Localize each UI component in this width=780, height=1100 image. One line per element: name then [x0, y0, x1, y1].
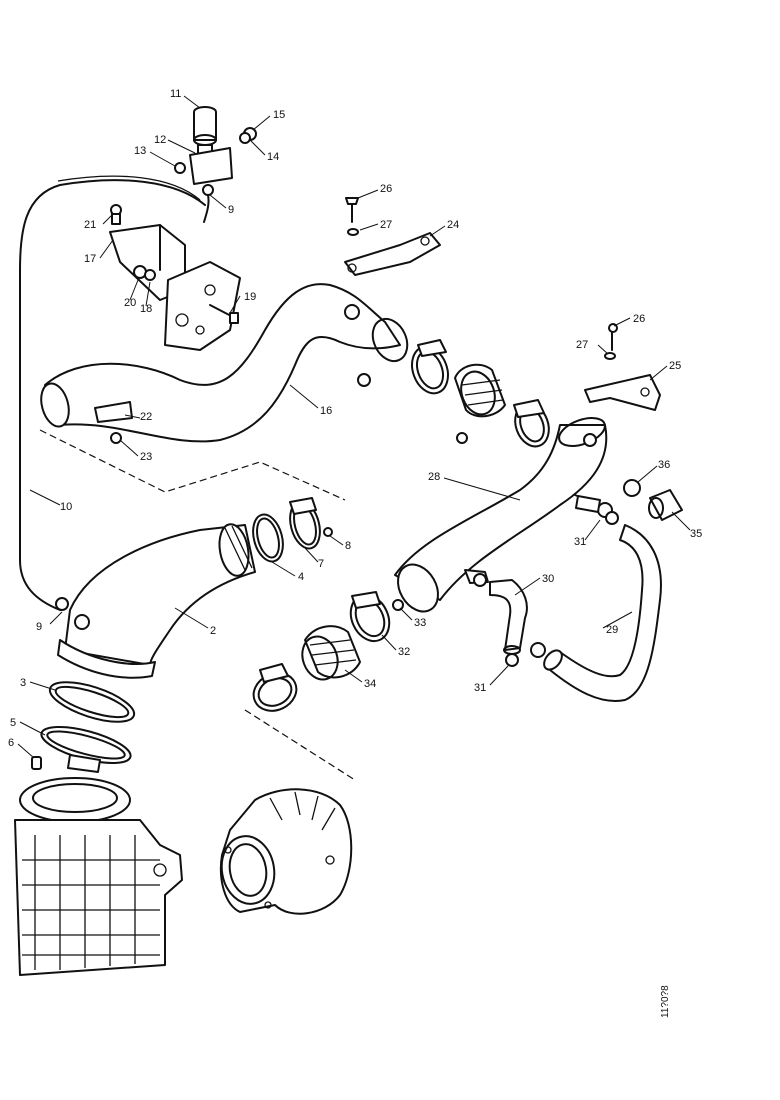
- callout-24: 24: [447, 219, 459, 231]
- callout-10: 10: [60, 501, 72, 513]
- bracket-25: [584, 323, 661, 411]
- leader-lines: [17, 95, 691, 759]
- callout-5: 5: [10, 717, 16, 729]
- callout-33: 33: [414, 617, 426, 629]
- assembly-guide-lines: [39, 429, 356, 781]
- callout-9-top: 9: [228, 204, 234, 216]
- callout-30: 30: [542, 573, 554, 585]
- callout-9-left: 9: [36, 621, 42, 633]
- drawing-number: 11?0?8: [660, 985, 671, 1018]
- pipe-10: [19, 179, 206, 611]
- callout-21: 21: [84, 219, 96, 231]
- callout-8: 8: [345, 540, 351, 552]
- callout-14: 14: [267, 151, 279, 163]
- callout-35: 35: [690, 528, 702, 540]
- bracket-hardware-12-15: [174, 127, 257, 223]
- callout-31-right: 31: [574, 536, 586, 548]
- fittings-31-35-36: [575, 479, 683, 525]
- air-filter-housing: [14, 777, 183, 976]
- callout-36: 36: [658, 459, 670, 471]
- callout-26-right: 26: [633, 313, 645, 325]
- upper-coupling-set: [411, 339, 550, 448]
- coupling-32-33-34: [252, 591, 404, 712]
- callout-3: 3: [20, 677, 26, 689]
- bracket-17: [109, 204, 186, 301]
- callout-7: 7: [318, 558, 324, 570]
- elbow-hose-2: [55, 523, 256, 679]
- callout-32: 32: [398, 646, 410, 658]
- hose-29: [530, 524, 662, 702]
- callout-23: 23: [140, 451, 152, 463]
- clamp-bands-3-5-6: [31, 681, 136, 773]
- callout-29: 29: [606, 624, 618, 636]
- callout-6: 6: [8, 737, 14, 749]
- callout-12: 12: [154, 134, 166, 146]
- callout-31-bottom: 31: [474, 682, 486, 694]
- compressor-housing: [219, 788, 353, 915]
- callout-13: 13: [134, 145, 146, 157]
- callout-19: 19: [244, 291, 256, 303]
- callout-20: 20: [124, 297, 136, 309]
- callout-34: 34: [364, 678, 376, 690]
- callout-16: 16: [320, 405, 332, 417]
- engine-mount-bracket: [164, 261, 241, 351]
- bracket-24: [344, 197, 441, 276]
- callout-4: 4: [298, 571, 304, 583]
- callout-labels: 11 15 12 13 14 9 21 17 20 18 19 26 27 24…: [8, 88, 702, 749]
- callout-27-top: 27: [380, 219, 392, 231]
- callout-18: 18: [140, 303, 152, 315]
- callout-28: 28: [428, 471, 440, 483]
- callout-17: 17: [84, 253, 96, 265]
- callout-11: 11: [170, 88, 181, 100]
- callout-26-top: 26: [380, 183, 392, 195]
- callout-2: 2: [210, 625, 216, 637]
- callout-22: 22: [140, 411, 152, 423]
- elbow-hose-30: [473, 573, 528, 667]
- callout-25: 25: [669, 360, 681, 372]
- callout-27-right: 27: [576, 339, 588, 351]
- callout-15: 15: [273, 109, 285, 121]
- clamps-4-7-8: [252, 497, 333, 563]
- hose-16: [40, 283, 409, 444]
